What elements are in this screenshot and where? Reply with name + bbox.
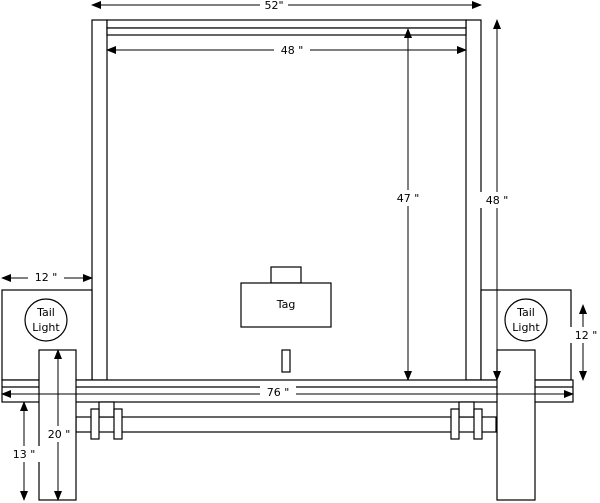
dim-wheel-height: 20 "	[43, 349, 75, 501]
left-spring-top	[98, 401, 115, 418]
tag-box	[240, 282, 332, 328]
left-tail-light-line1: Tail	[36, 306, 55, 319]
right-upright	[465, 19, 482, 381]
tag-light	[270, 266, 302, 284]
dim-height-inner: 47 "	[391, 28, 425, 381]
axle	[75, 401, 497, 440]
dim-ground-clearance: 13 "	[8, 401, 40, 501]
right-wheel	[496, 349, 536, 501]
right-spring-top	[458, 401, 475, 418]
left-tail-light: Tail Light	[24, 298, 68, 342]
dim-total-width-label: 76 "	[267, 386, 290, 399]
dim-wheel-height-label: 20 "	[48, 428, 71, 441]
top-rail-outer	[106, 19, 467, 29]
dim-side-height: 12 "	[570, 304, 600, 381]
dim-ground-clearance-label: 13 "	[13, 448, 36, 461]
right-u-bolt-2	[473, 408, 483, 440]
dim-total-width: 76 "	[1, 385, 574, 399]
tag-label: Tag	[276, 298, 296, 311]
dim-width-top-label: 52"	[264, 0, 283, 12]
dim-width-inner: 48 "	[106, 43, 467, 57]
left-upright	[91, 19, 108, 381]
right-tail-light-line2: Light	[512, 321, 540, 334]
left-tail-light-line2: Light	[32, 321, 60, 334]
dim-side-width-label: 12 "	[35, 271, 58, 284]
tag-plate: Tag	[240, 266, 332, 328]
right-tail-light-line1: Tail	[516, 306, 535, 319]
dim-width-inner-label: 48 "	[281, 44, 304, 57]
left-u-bolt-2	[113, 408, 123, 440]
dim-height-outer: 48 "	[480, 19, 514, 381]
dim-side-width: 12 "	[1, 270, 93, 284]
top-rail-inner	[106, 27, 467, 36]
dim-side-height-label: 12 "	[575, 329, 598, 342]
dim-height-outer-label: 48 "	[486, 194, 509, 207]
center-slot	[281, 349, 291, 373]
right-tail-light: Tail Light	[504, 298, 548, 342]
right-u-bolt-1	[450, 408, 460, 440]
dim-width-top: 52"	[91, 0, 482, 12]
left-u-bolt-1	[90, 408, 100, 440]
axle-bar	[75, 416, 497, 433]
dim-height-inner-label: 47 "	[397, 192, 420, 205]
